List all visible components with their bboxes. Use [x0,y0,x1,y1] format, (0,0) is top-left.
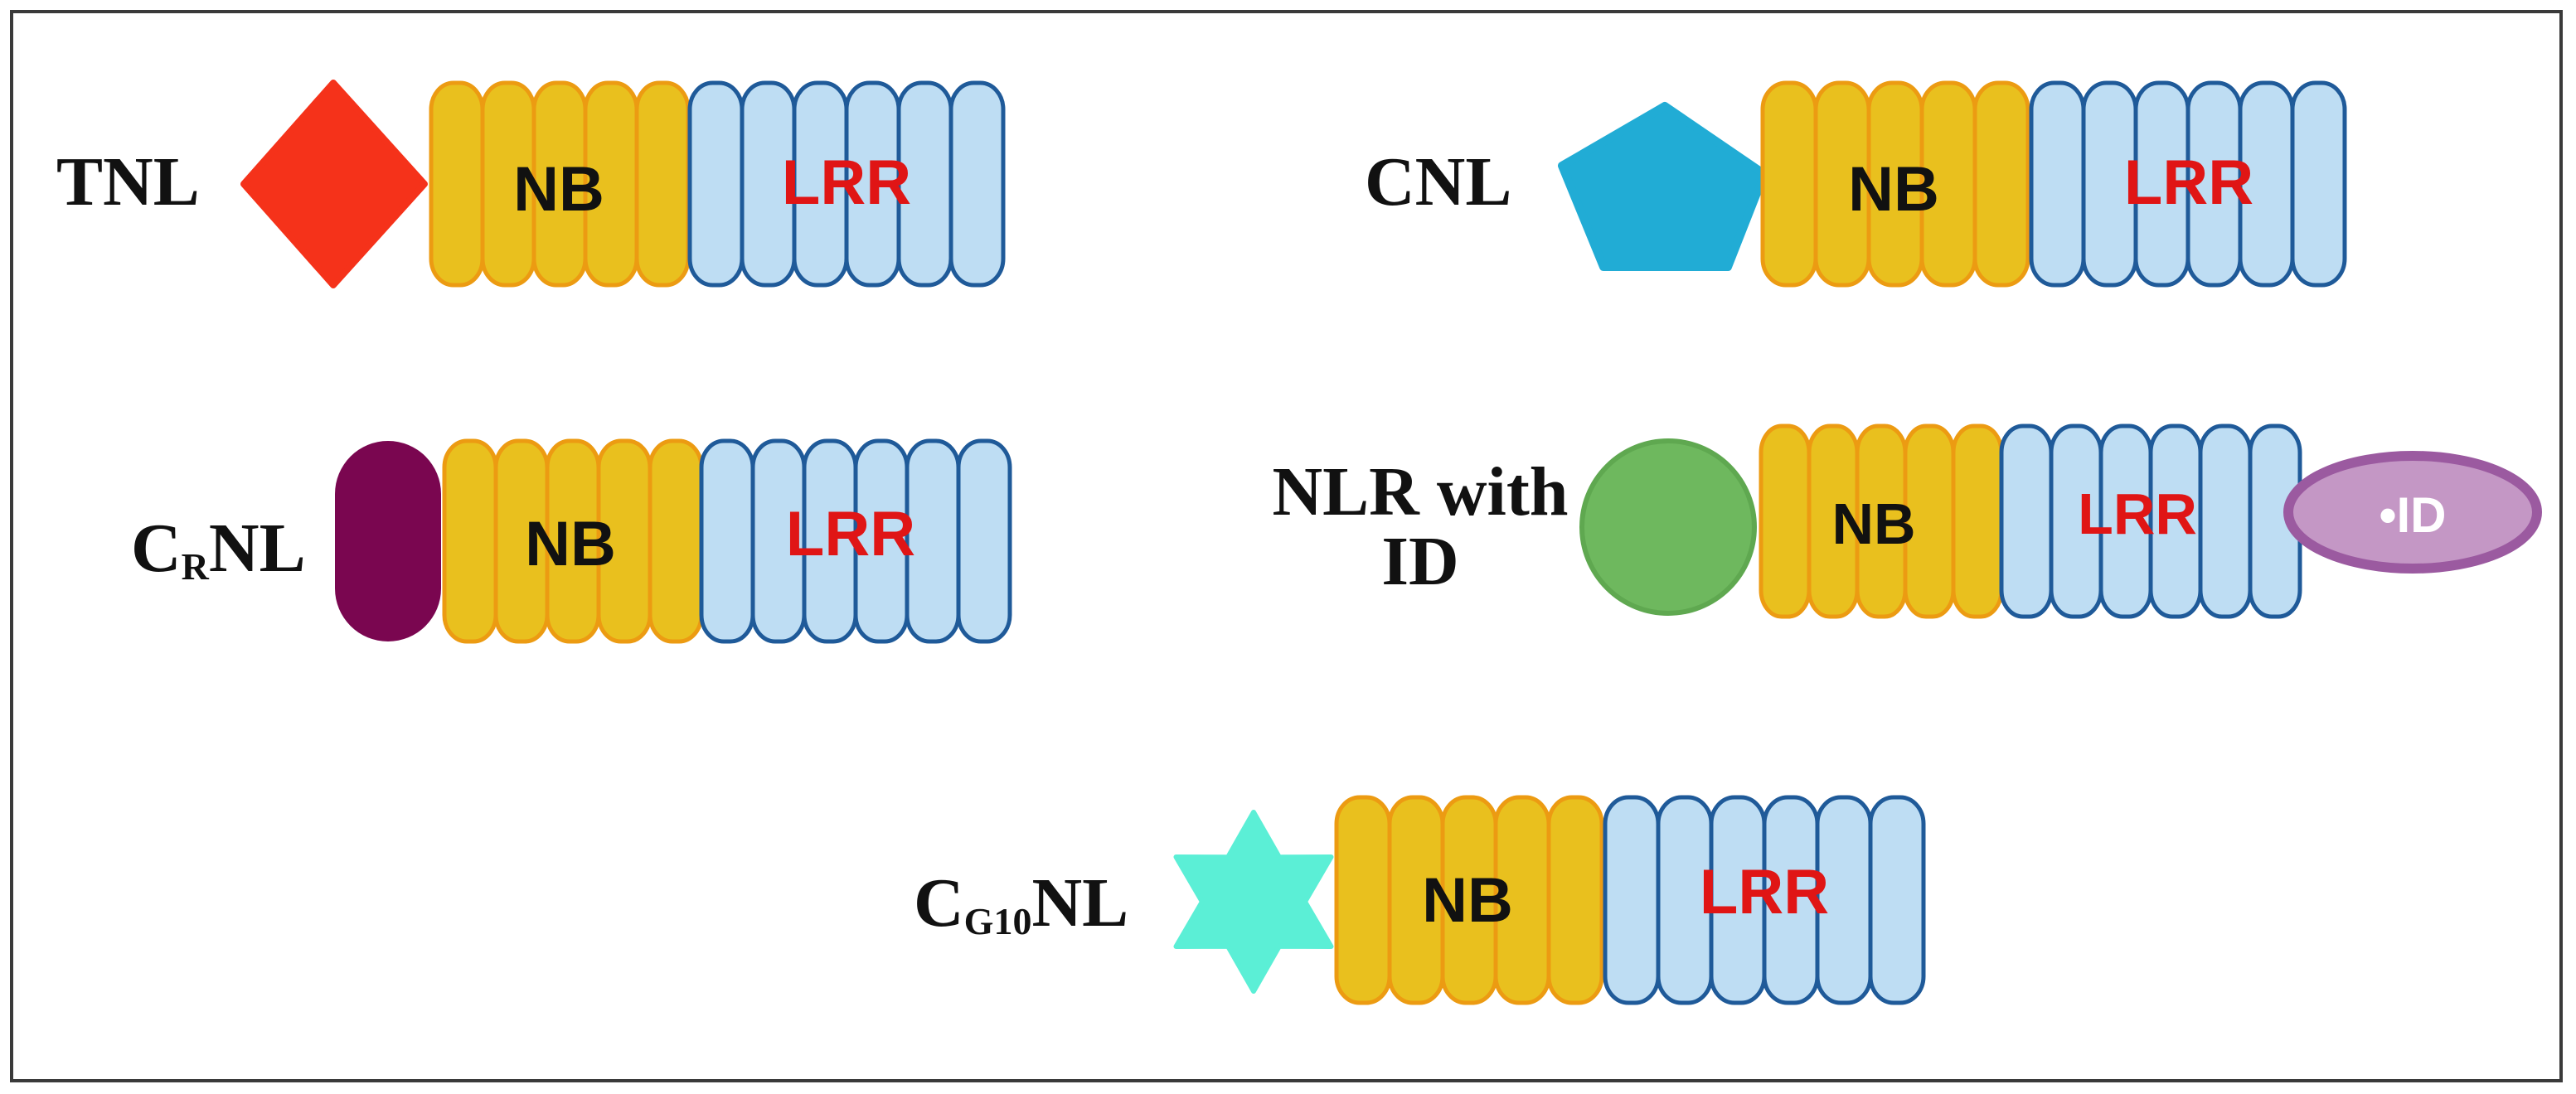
tnl-nb-label: NB [513,154,604,225]
cnl-label: CNL [1365,143,1512,220]
nlr-with-id-label: NLR with ID [1267,457,1574,597]
cnl-lrr-repeat [2290,80,2347,288]
tnl-lrr-label: LRR [782,148,911,218]
tnl-lrr-repeat [687,80,745,288]
cnl-nb-repeat [1972,80,2030,288]
cc-domain-pentagon [1558,102,1768,271]
g10-star-shape [1173,810,1334,994]
integrated-domain-circle [1579,438,1757,616]
cg10nl-label-rest: NL [1031,864,1129,942]
integrated-id-label: •ID [2379,487,2446,543]
nlrid-nb-repeat [1951,424,2004,619]
nlrid-nb-repeat [1759,424,1812,619]
nlrid-nb-label: NB [1831,491,1915,556]
tir-domain-diamond [240,80,428,288]
g10-domain-star [1173,810,1334,994]
crnl-nb-repeat [442,438,498,644]
crnl-label-main: C [131,510,182,587]
cg10nl-lrr-repeat [1603,795,1661,1005]
rpw8-domain-capsule [335,441,441,641]
cnl-nb-label: NB [1848,154,1939,225]
nlrid-lrr-repeat [1999,424,2054,619]
crnl-nb-repeat [648,438,704,644]
nlrid-lrr-repeat [2198,424,2253,619]
cg10nl-nb-label: NB [1422,865,1513,936]
tnl-label: TNL [56,143,200,220]
tnl-nb-repeat [429,80,485,288]
integrated-id-ellipse [2283,451,2542,574]
tnl-lrr-repeat [948,80,1006,288]
cg10nl-nb-repeat [1334,795,1392,1005]
nlr-with-id-label-line2: ID [1381,523,1459,600]
crnl-label: CRNL [131,514,306,586]
cg10nl-label-sub: G10 [963,900,1032,942]
crnl-label-rest: NL [208,510,306,587]
nlr-with-id-label-line1: NLR with [1272,453,1569,530]
nlrid-lrr-label: LRR [2078,482,2197,546]
cg10nl-label: CG10NL [914,869,1128,941]
cg10nl-label-main: C [914,864,964,942]
cnl-lrr-label: LRR [2124,148,2253,218]
crnl-lrr-repeat [956,438,1012,644]
cg10nl-lrr-repeat [1868,795,1926,1005]
crnl-lrr-repeat [699,438,755,644]
cnl-nb-repeat [1760,80,1818,288]
crnl-nb-label: NB [525,509,616,579]
cg10nl-nb-repeat [1546,795,1604,1005]
crnl-lrr-label: LRR [786,499,915,569]
cnl-lrr-repeat [2029,80,2086,288]
tnl-nb-repeat [634,80,691,288]
cg10nl-lrr-label: LRR [1700,857,1829,927]
crnl-label-sub: R [181,545,209,588]
